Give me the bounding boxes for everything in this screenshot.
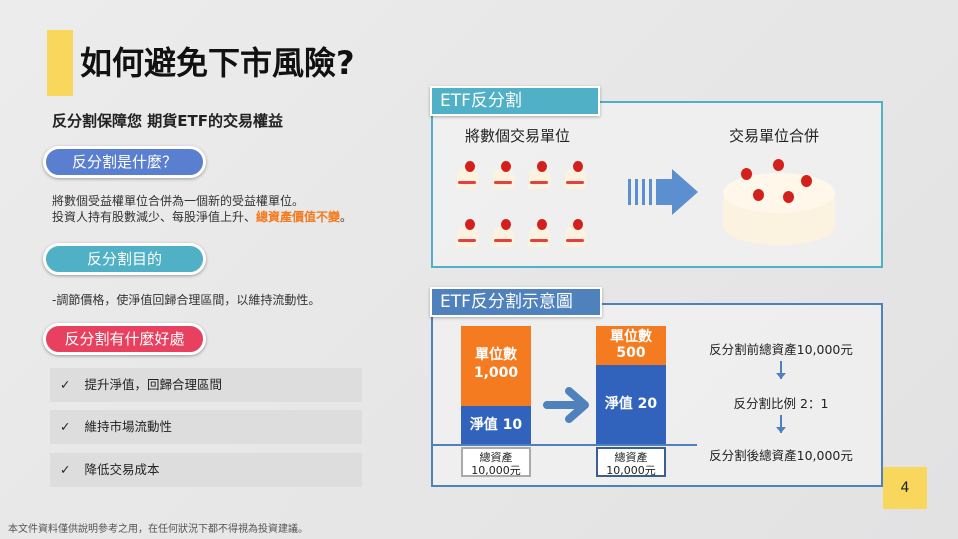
total-label: 總資產	[614, 451, 648, 464]
right-label: 交易單位合併	[729, 127, 820, 145]
units-label: 單位數	[610, 329, 652, 345]
cake-slice-icon	[563, 219, 589, 249]
check-icon: ✓	[60, 462, 71, 477]
what-line2-suffix: 。	[340, 210, 353, 224]
benefit-item: ✓ 降低交易成本	[50, 453, 362, 487]
flow-after: 反分割後總資產10,000元	[709, 448, 853, 463]
right-arrow-icon	[543, 387, 589, 423]
benefit-label: 維持市場流動性	[84, 419, 172, 434]
what-line1: 將數個受益權單位合併為一個新的受益權單位。	[52, 194, 305, 208]
title-accent-bar	[47, 30, 73, 96]
benefits-pill: 反分割有什麼好處	[43, 323, 206, 355]
what-is-pill: 反分割是什麼？	[43, 146, 206, 178]
panel2-header: ETF反分割示意圖	[430, 287, 602, 317]
units-value: 1,000	[473, 365, 519, 381]
check-icon: ✓	[60, 419, 71, 434]
cake-slices	[455, 161, 605, 271]
purpose-text: -調節價格，使淨值回歸合理區間，以維持流動性。	[52, 293, 321, 307]
benefit-label: 提升淨值，回歸合理區間	[84, 377, 222, 392]
total-value: 10,000元	[606, 464, 656, 477]
baseline	[433, 444, 697, 446]
down-arrow-icon	[776, 361, 786, 379]
subtitle: 反分割保障您 期貨ETF的交易權益	[52, 112, 283, 130]
total-value: 10,000元	[471, 464, 521, 477]
cake-slice-icon	[491, 161, 517, 191]
cake-slice-icon	[527, 219, 553, 249]
reverse-split-panel: 將數個交易單位 交易單位合併	[431, 101, 883, 268]
total-label: 總資產	[479, 451, 513, 464]
cake-slice-icon	[563, 161, 589, 191]
whole-cake-icon	[723, 153, 835, 245]
left-label: 將數個交易單位	[465, 127, 571, 145]
units-value: 500	[616, 345, 646, 361]
disclaimer: 本文件資料僅供說明參考之用，在任何狀況下都不得視為投資建議。	[8, 524, 308, 535]
before-nav-bar: 淨值 10	[461, 406, 531, 444]
down-arrow-icon	[776, 415, 786, 433]
page-number: 4	[883, 467, 927, 509]
right-arrow-icon	[628, 169, 698, 215]
page-title: 如何避免下市風險?	[80, 44, 355, 82]
what-is-text: 將數個受益權單位合併為一個新的受益權單位。 投資人持有股數減少、每股淨值上升、總…	[52, 193, 352, 225]
benefit-item: ✓ 維持市場流動性	[50, 410, 362, 444]
flow-ratio: 反分割比例 2：1	[733, 396, 829, 411]
panel1-header: ETF反分割	[430, 86, 600, 116]
what-line2: 投資人持有股數減少、每股淨值上升、總資產價值不變。	[52, 209, 352, 225]
purpose-pill: 反分割目的	[43, 243, 206, 275]
units-label: 單位數	[475, 347, 517, 363]
check-icon: ✓	[60, 377, 71, 392]
benefit-item: ✓ 提升淨值，回歸合理區間	[50, 368, 362, 402]
flow-before: 反分割前總資產10,000元	[709, 342, 853, 357]
what-line2-prefix: 投資人持有股數減少、每股淨值上升、	[52, 210, 257, 224]
cake-slice-icon	[491, 219, 517, 249]
benefit-label: 降低交易成本	[84, 462, 160, 477]
cake-slice-icon	[455, 161, 481, 191]
what-highlight: 總資產價值不變	[256, 210, 341, 224]
cake-slice-icon	[455, 219, 481, 249]
after-nav-bar: 淨值 20	[596, 365, 666, 444]
before-units-bar: 單位數 1,000	[461, 326, 531, 406]
cake-slice-icon	[527, 161, 553, 191]
